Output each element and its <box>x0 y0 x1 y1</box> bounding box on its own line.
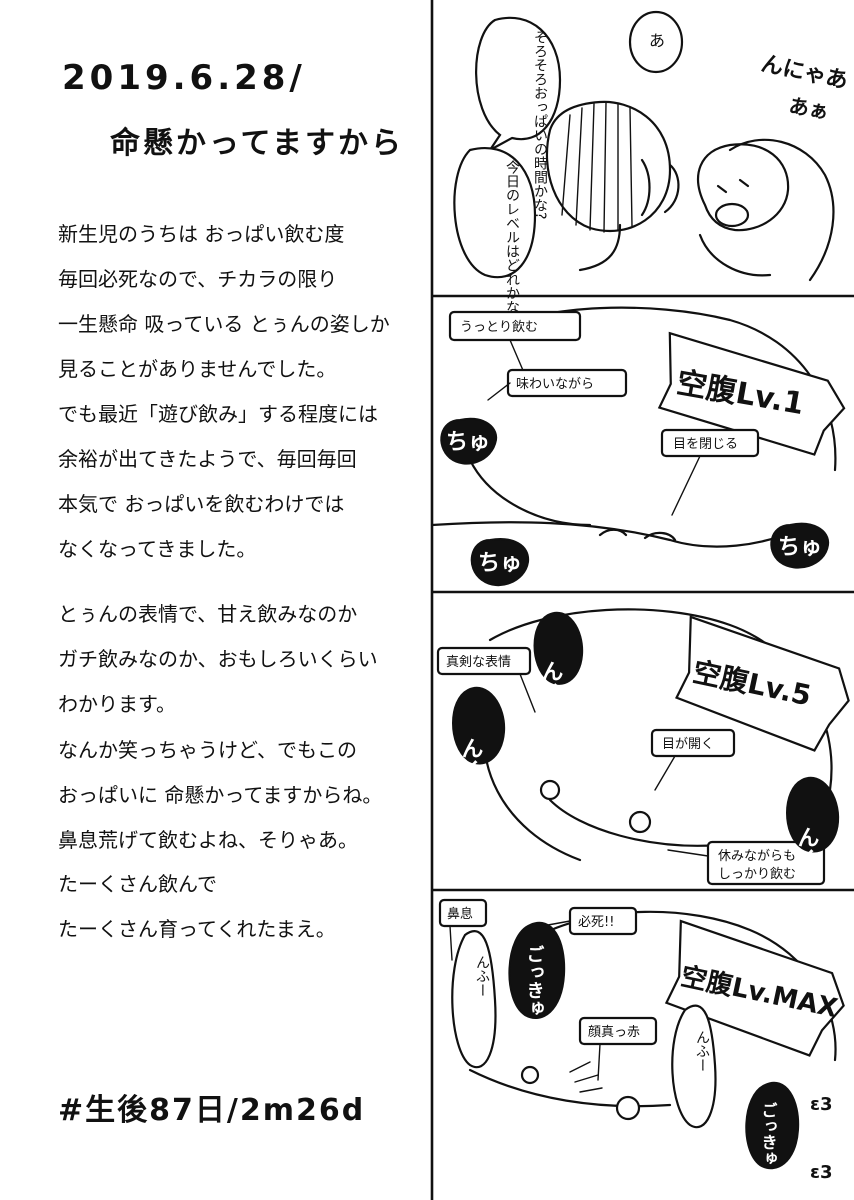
text-column: 2019.6.28/ 命懸かってますから 新生児のうちは おっぱい飲む度 毎回必… <box>58 58 426 1128</box>
sfx-nku-1: んく <box>533 611 584 704</box>
text-line: 余裕が出てきたようで、毎回毎回 <box>58 447 357 471</box>
puff-sfx-1: ε3 <box>810 1094 833 1115</box>
svg-text:んふー: んふー <box>694 1030 710 1072</box>
speech-bubble-level: 今日のレベルはどれかな? <box>453 147 537 321</box>
text-line: わかります。 <box>58 692 176 716</box>
label-box-2: 必死!! <box>547 906 638 936</box>
svg-text:あ: あ <box>649 31 665 50</box>
baby-cry-sfx-2: あぁ <box>787 93 831 124</box>
text-line: ガチ飲みなのか、おもしろいくらい <box>58 647 378 671</box>
svg-text:必死!!: 必死!! <box>578 915 614 930</box>
breast-outline <box>430 521 812 548</box>
svg-text:目が開く: 目が開く <box>662 737 714 752</box>
text-line: なんか笑っちゃうけど、でもこの <box>58 738 357 762</box>
sfx-gokkyu-1: ごっきゅ <box>508 922 566 1020</box>
label-box-1: 真剣な表情 <box>436 646 536 713</box>
label-box-2: 目が開く <box>650 728 736 791</box>
paragraph-4: なんか笑っちゃうけど、でもこの おっぱいに 命懸かってますからね。 鼻息荒げて飲… <box>58 728 426 863</box>
speech-bubble-a: あ <box>628 10 684 74</box>
level-banner-5: 空腹Lv.5 <box>675 615 850 752</box>
panel-3: 空腹Lv.5 真剣な表情 目が開く 休みながらも しっかり飲む んく んく <box>436 608 850 886</box>
page-title: 命懸かってますから <box>110 126 404 161</box>
svg-text:ごっきゅ: ごっきゅ <box>524 944 545 1017</box>
label-box-1: うっとり飲む <box>448 310 582 376</box>
post-date: 2019.6.28/ <box>62 58 306 98</box>
text-line: 鼻息荒げて飲むよね、そりゃあ。 <box>58 828 358 852</box>
paragraph-1: 新生児のうちは おっぱい飲む度 毎回必死なので、チカラの限り 一生懸命 吸ってい… <box>58 212 426 392</box>
comic-strip: あ そろそろおっぱいの時間かな? 今日のレベルはどれかな? んにゃあ あぁ 空腹… <box>430 0 854 1200</box>
text-line: なくなってきました。 <box>58 537 257 561</box>
sfx-nku-3: んく <box>786 776 840 870</box>
svg-text:んふー: んふー <box>474 955 490 997</box>
text-line: たーくさん育ってくれたまえ。 <box>58 917 336 941</box>
svg-text:ちゅ: ちゅ <box>478 551 522 576</box>
text-line: たーくさん飲んで <box>58 872 217 896</box>
text-line: おっぱいに 命懸かってますからね。 <box>58 783 383 807</box>
breath-bubble-2: んふー <box>671 1004 717 1129</box>
svg-text:しっかり飲む: しっかり飲む <box>718 866 796 882</box>
svg-text:んく: んく <box>458 737 483 781</box>
text-line: 一生懸命 吸っている とぅんの姿しか <box>58 312 390 336</box>
level-banner-1: 空腹Lv.1 <box>657 331 846 456</box>
baby-eye <box>539 779 561 801</box>
label-box-3: 顔真っ赤 <box>578 1016 658 1081</box>
text-line: でも最近「遊び飲み」する程度には <box>58 402 378 426</box>
svg-text:うっとり飲む: うっとり飲む <box>460 319 538 335</box>
svg-text:んく: んく <box>538 660 563 704</box>
sfx-chu-1: ちゅ <box>440 417 498 465</box>
text-line: 毎回必死なので、チカラの限り <box>58 267 338 291</box>
baby-cry-sfx: んにゃあ <box>759 51 850 94</box>
panel-2: 空腹Lv.1 うっとり飲む 味わいながら 目を閉じる ちゅ ちゅ ちゅ <box>430 306 846 587</box>
baby-eye <box>520 1065 540 1085</box>
svg-text:真剣な表情: 真剣な表情 <box>446 655 511 670</box>
svg-text:今日のレベルはどれかな?: 今日のレベルはどれかな? <box>504 160 520 321</box>
sfx-chu-3: ちゅ <box>770 522 830 569</box>
puff-sfx-2: ε3 <box>810 1162 833 1183</box>
paragraph-3: とぅんの表情で、甘え飲みなのか ガチ飲みなのか、おもしろいくらい わかります。 <box>58 592 426 727</box>
sfx-chu-2: ちゅ <box>470 538 530 587</box>
label-box-3: 休みながらも しっかり飲む <box>667 840 826 886</box>
panel-4: 空腹Lv.MAX 鼻息 必死!! 顔真っ赤 んふー んふー ごっきゅ <box>438 898 845 1183</box>
label-box-2: 味わいながら <box>487 368 628 401</box>
baby-eye <box>628 810 652 834</box>
blush-lines <box>569 1061 603 1093</box>
svg-text:顔真っ赤: 顔真っ赤 <box>588 1025 640 1040</box>
svg-text:ちゅ: ちゅ <box>446 430 490 455</box>
breath-bubble-1: んふー <box>451 930 497 1069</box>
svg-text:ごっきゅ: ごっきゅ <box>759 1101 778 1166</box>
text-line: とぅんの表情で、甘え飲みなのか <box>58 602 358 626</box>
breast-outline <box>548 798 722 847</box>
paragraph-2: でも最近「遊び飲み」する程度には 余裕が出てきたようで、毎回毎回 本気で おっぱ… <box>58 392 426 572</box>
svg-text:鼻息: 鼻息 <box>447 906 473 922</box>
text-line: 新生児のうちは おっぱい飲む度 <box>58 222 345 246</box>
baby-eye <box>615 1095 641 1121</box>
svg-text:味わいながら: 味わいながら <box>516 377 594 392</box>
speech-bubble-question: そろそろおっぱいの時間かな? <box>475 16 562 219</box>
label-box-1: 鼻息 <box>438 898 488 961</box>
panel-1: あ そろそろおっぱいの時間かな? 今日のレベルはどれかな? んにゃあ あぁ <box>453 10 850 321</box>
label-box-3: 目を閉じる <box>660 428 760 516</box>
paragraph-5: たーくさん飲んで たーくさん育ってくれたまえ。 <box>58 862 426 952</box>
svg-text:ちゅ: ちゅ <box>778 535 822 560</box>
text-line: 本気で おっぱいを飲むわけでは <box>58 492 345 516</box>
svg-text:休みながらも: 休みながらも <box>718 849 796 864</box>
svg-text:目を閉じる: 目を閉じる <box>673 437 738 452</box>
level-banner-max: 空腹Lv.MAX <box>664 919 845 1057</box>
closed-eyes <box>598 528 677 542</box>
text-line: 見ることがありませんでした。 <box>58 357 337 381</box>
svg-text:んく: んく <box>794 826 819 870</box>
mother-figure <box>545 100 680 272</box>
baby-figure <box>697 138 835 282</box>
sfx-gokkyu-2: ごっきゅ <box>745 1081 800 1170</box>
sfx-nku-2: んく <box>452 686 506 781</box>
hashtag: #生後87日/2m26d <box>58 1093 366 1128</box>
svg-text:そろそろおっぱいの時間かな?: そろそろおっぱいの時間かな? <box>532 30 548 219</box>
